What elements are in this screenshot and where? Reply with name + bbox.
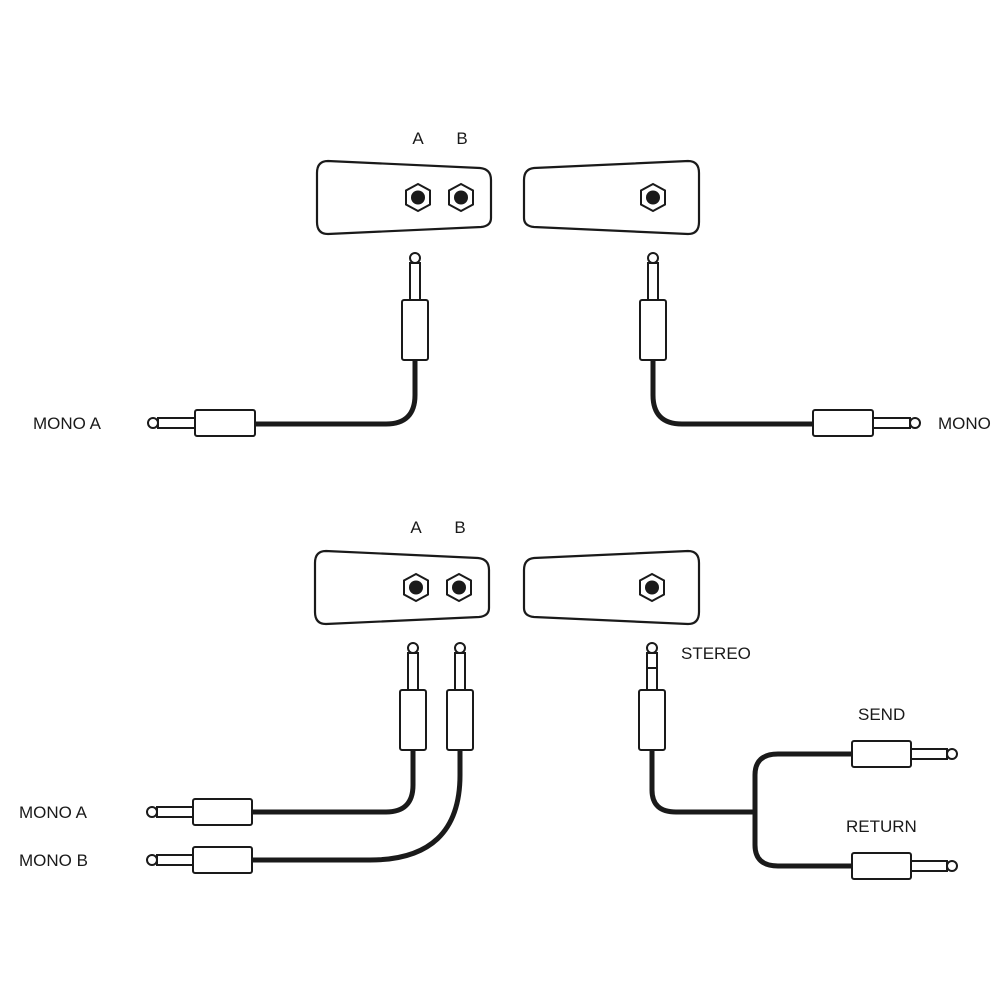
top-jack-label-b: B [456, 129, 467, 148]
bottom-jack-b [446, 572, 472, 603]
plug-sleeve-icon [851, 852, 912, 880]
plug-sleeve-icon [446, 689, 474, 751]
bottom-vertical-plug-a [399, 642, 427, 751]
top-left-horizontal-plug [147, 409, 256, 437]
jack-hole-icon [409, 580, 423, 595]
plug-tip-icon [646, 642, 658, 654]
top-single-jack [640, 182, 666, 213]
bottom-jack-label-a: A [410, 518, 422, 537]
bottom-vertical-plug-b [446, 642, 474, 751]
send-label: SEND [858, 705, 905, 724]
plug-shaft-icon [910, 860, 948, 872]
bottom-mono-b-cable [252, 750, 463, 863]
bottom-mono-a-label: MONO A [19, 803, 88, 822]
bottom-section: A B [19, 518, 958, 880]
plug-tip-icon [146, 854, 158, 866]
plug-shaft-icon [156, 854, 194, 866]
plug-shaft-icon [409, 262, 421, 301]
bottom-mono-b-label: MONO B [19, 851, 88, 870]
bottom-left-device-panel [313, 549, 491, 626]
plug-shaft-icon [647, 262, 659, 301]
top-jack-label-a: A [412, 129, 424, 148]
top-section: A B MONO A [33, 129, 991, 437]
return-plug [851, 852, 958, 880]
top-right-cable [650, 360, 813, 427]
stereo-label: STEREO [681, 644, 751, 663]
bottom-mono-b-plug [146, 846, 253, 874]
jack-hole-icon [452, 580, 466, 595]
bottom-mono-a-plug [146, 798, 253, 826]
plug-shaft-icon [646, 652, 658, 691]
bottom-single-jack [639, 572, 665, 603]
plug-tip-icon [407, 642, 419, 654]
plug-tip-icon [909, 417, 921, 429]
plug-sleeve-icon [401, 299, 429, 361]
top-jack-b [448, 182, 474, 213]
plug-tip-icon [647, 252, 659, 264]
return-branch-cable [752, 812, 852, 869]
jack-hole-icon [411, 190, 425, 205]
plug-tip-icon [946, 748, 958, 760]
plug-sleeve-icon [812, 409, 874, 437]
plug-sleeve-icon [639, 299, 667, 361]
top-right-device-panel [522, 159, 701, 236]
return-label: RETURN [846, 817, 917, 836]
bottom-jack-a [403, 572, 429, 603]
top-right-horizontal-plug [812, 409, 921, 437]
plug-tip-icon [946, 860, 958, 872]
top-left-vertical-plug [401, 252, 429, 361]
bottom-mono-a-cable [252, 750, 416, 815]
plug-tip-icon [146, 806, 158, 818]
jack-hole-icon [645, 580, 659, 595]
top-right-vertical-plug [639, 252, 667, 361]
plug-sleeve-icon [194, 409, 256, 437]
top-right-cable-label: MONO [938, 414, 991, 433]
top-left-cable [255, 360, 418, 427]
stereo-vertical-plug [638, 642, 666, 751]
plug-shaft-icon [156, 806, 194, 818]
top-left-device-panel [315, 159, 493, 236]
plug-tip-icon [147, 417, 159, 429]
plug-shaft-icon [910, 748, 948, 760]
plug-sleeve-icon [192, 798, 253, 826]
plug-sleeve-icon [399, 689, 427, 751]
plug-sleeve-icon [851, 740, 912, 768]
plug-sleeve-icon [638, 689, 666, 751]
top-left-cable-label: MONO A [33, 414, 102, 433]
bottom-jack-label-b: B [454, 518, 465, 537]
plug-shaft-icon [454, 652, 466, 691]
send-plug [851, 740, 958, 768]
plug-sleeve-icon [192, 846, 253, 874]
jack-hole-icon [646, 190, 660, 205]
plug-tip-icon [409, 252, 421, 264]
jack-hole-icon [454, 190, 468, 205]
plug-tip-icon [454, 642, 466, 654]
send-branch-cable [752, 751, 852, 812]
plug-shaft-icon [407, 652, 419, 691]
bottom-right-device-panel [522, 549, 701, 626]
plug-shaft-icon [157, 417, 196, 429]
stereo-y-cable-trunk [649, 750, 755, 815]
plug-shaft-icon [872, 417, 911, 429]
top-jack-a [405, 182, 431, 213]
